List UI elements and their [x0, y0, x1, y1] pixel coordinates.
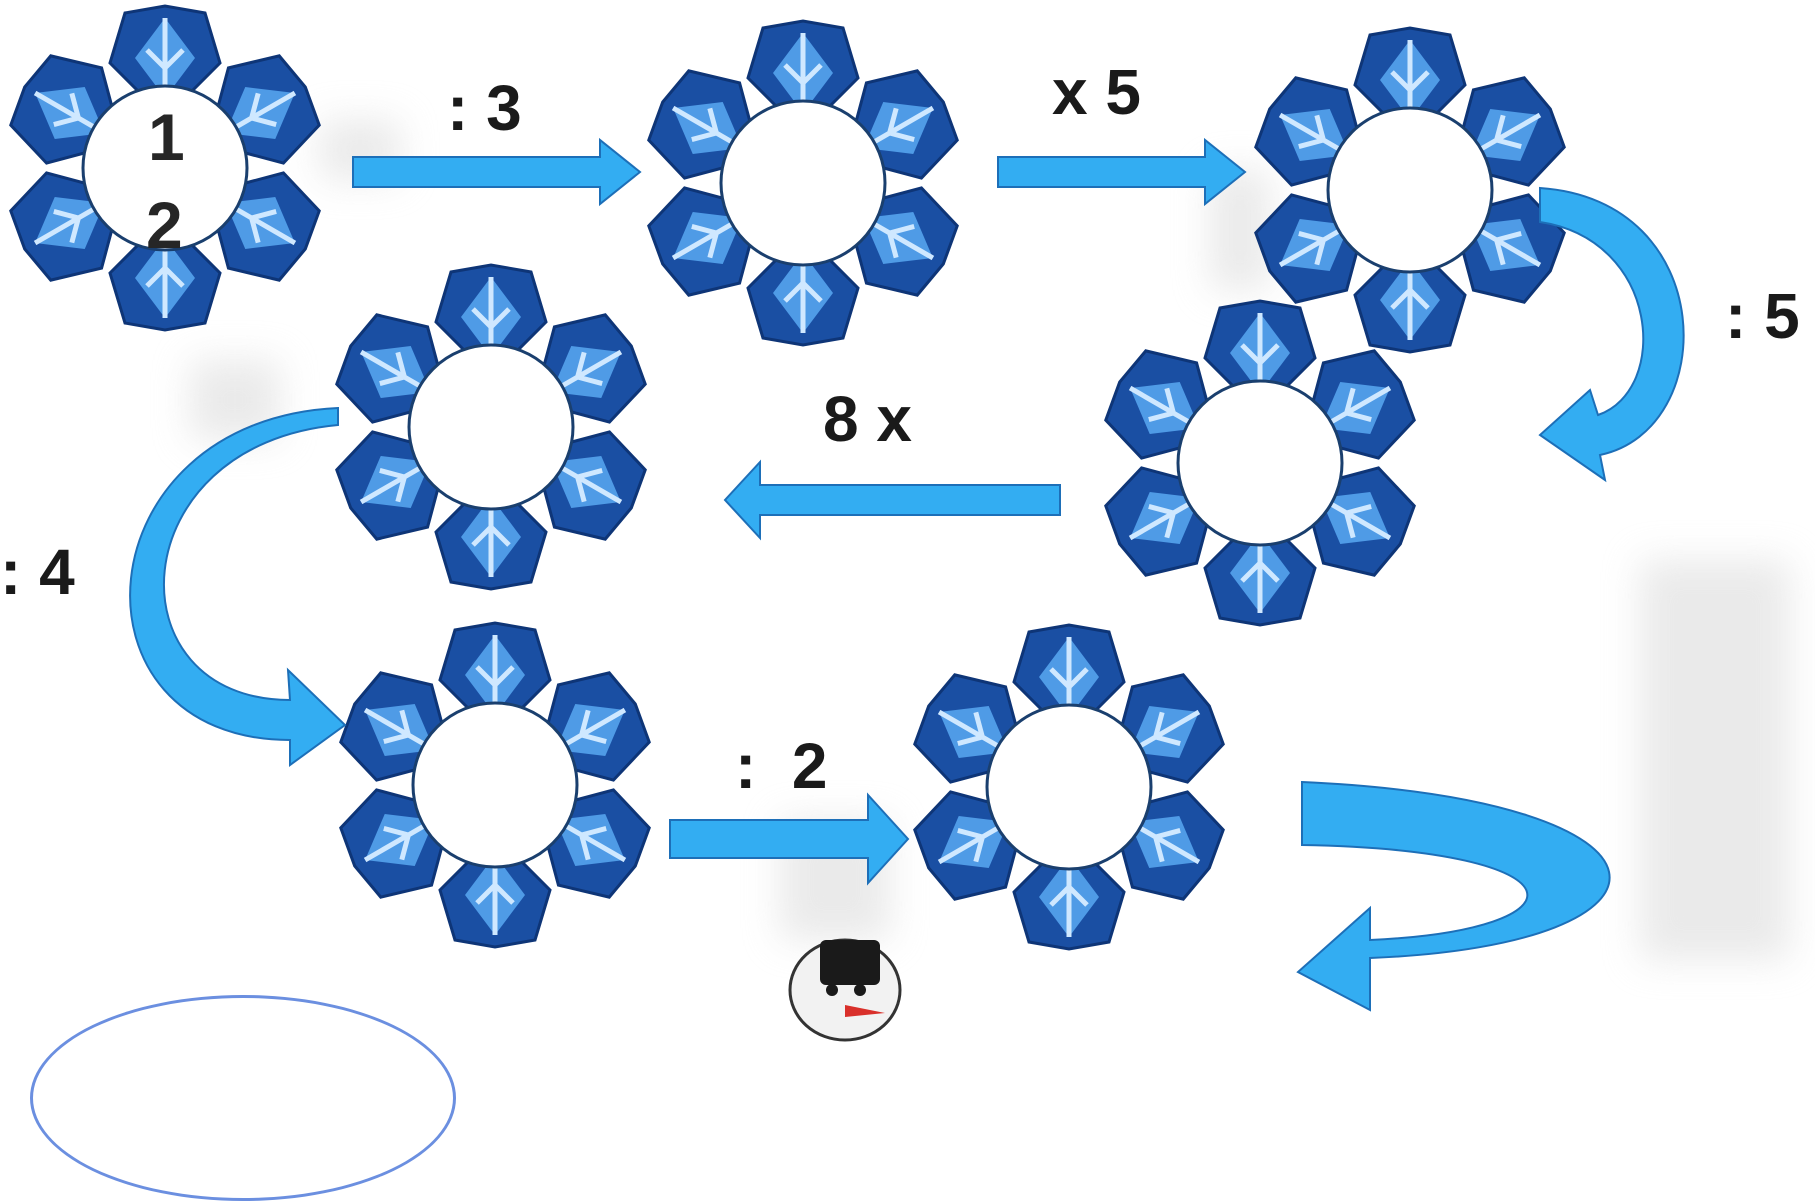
operation-label-mul-8: 8 x: [823, 383, 912, 455]
arrow-right-icon: [997, 137, 1247, 207]
start-digit-2: 2: [146, 188, 183, 262]
snowman-icon: [760, 935, 950, 1042]
arrow-right-icon: [669, 792, 910, 886]
arrows-layer: [129, 137, 1685, 1012]
curved-arrow-icon: [129, 406, 347, 767]
operation-label-div-3: : 3: [447, 72, 522, 144]
curved-arrow-icon: [1538, 186, 1685, 483]
arrow-right-icon: [352, 137, 642, 207]
operation-label-div-5: : 5: [1725, 280, 1800, 352]
speech-bubble: [30, 995, 456, 1201]
operation-label-mul-5: x 5: [1052, 56, 1141, 128]
start-digit-1: 1: [148, 100, 185, 174]
arrow-left-icon: [723, 459, 1061, 541]
operation-label-div-4: : 4: [0, 536, 75, 608]
curved-arrow-icon: [1296, 780, 1611, 1012]
background-smudge: [1640, 560, 1790, 960]
operation-label-div-2: : 2: [735, 730, 828, 802]
